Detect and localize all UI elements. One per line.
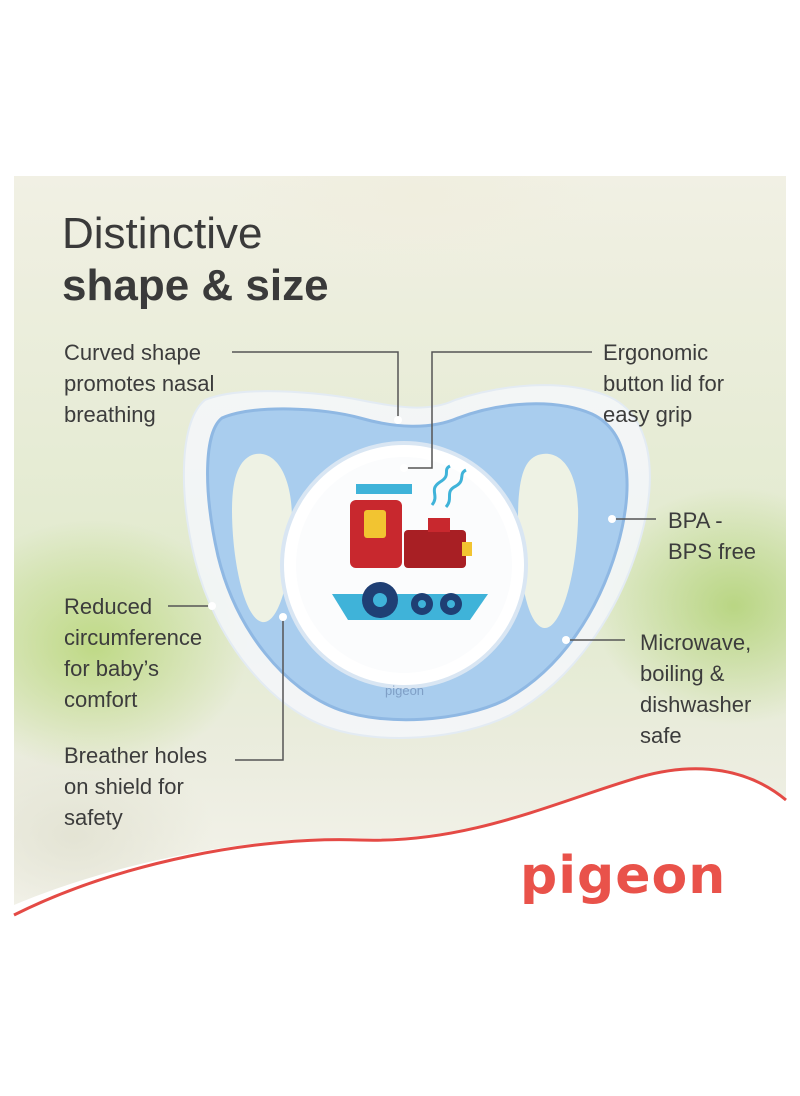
left-breather-hole <box>232 453 292 623</box>
callout-dots <box>208 416 616 644</box>
callout-curved-shape: Curved shape promotes nasal breathing <box>64 340 215 427</box>
callout-bpa-free: BPA - BPS free <box>668 508 757 564</box>
right-breather-hole <box>518 453 579 629</box>
headline: Distinctive shape & size <box>62 209 329 311</box>
white-wave <box>14 770 786 921</box>
callout-microwave-safe: Microwave, boiling & dishwasher safe <box>640 630 752 748</box>
red-wave-line <box>13 767 787 917</box>
callout-ergonomic-lid: Ergonomic button lid for easy grip <box>603 340 725 427</box>
brand-logo: pigeon <box>520 846 727 906</box>
callout-reduced-circumference: Reduced circumference for baby’s comfort <box>64 594 203 712</box>
callout-breather-holes: Breather holes on shield for safety <box>64 743 208 830</box>
callout-lines <box>168 351 656 761</box>
train-graphic <box>332 464 488 620</box>
headline-line2: shape & size <box>62 261 329 311</box>
embossed-brand: pigeon <box>385 683 424 698</box>
headline-line1: Distinctive <box>62 209 263 258</box>
